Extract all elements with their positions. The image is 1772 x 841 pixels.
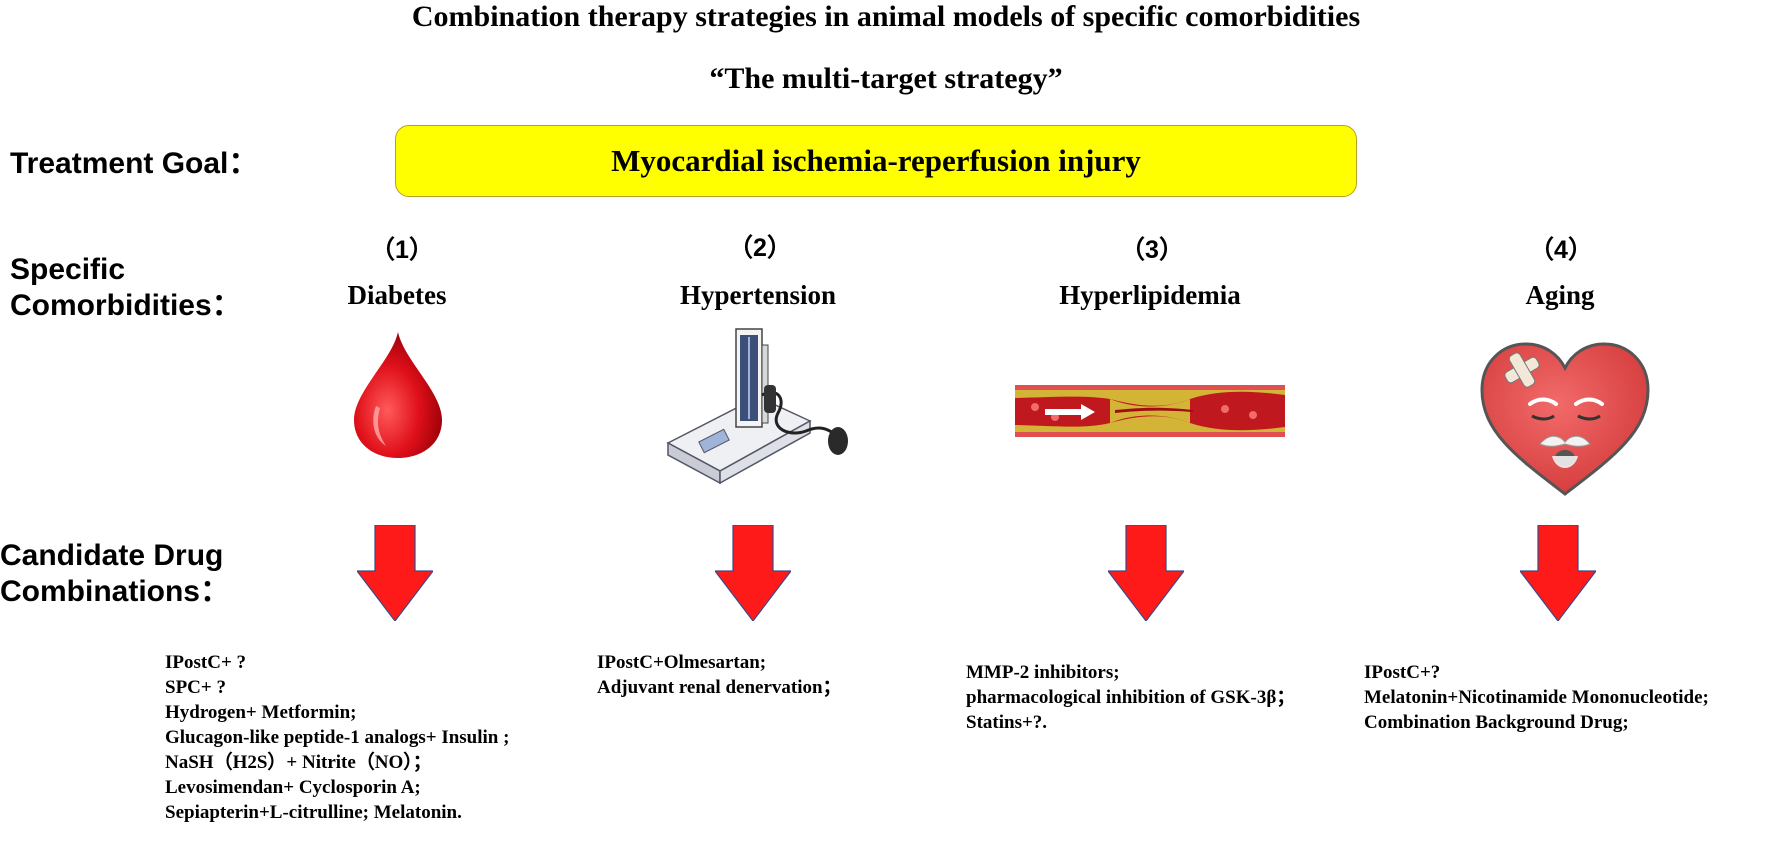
down-arrow-4 bbox=[1520, 525, 1596, 621]
down-arrow-1 bbox=[357, 525, 433, 621]
combinations-label-line2: Combinations： bbox=[0, 575, 230, 608]
drug-list-hypertension: IPostC+Olmesartan; Adjuvant renal denerv… bbox=[597, 650, 842, 700]
comorbidity-name-hypertension: Hypertension bbox=[679, 280, 836, 310]
comorbidity-name-diabetes: Diabetes bbox=[347, 280, 447, 310]
combinations-label-line1: Candidate Drug bbox=[0, 539, 224, 572]
drug-item: Hydrogen+ Metformin; bbox=[165, 702, 357, 723]
clogged-artery-icon bbox=[1015, 385, 1285, 437]
treatment-goal-box: Myocardial ischemia-reperfusion injury bbox=[395, 125, 1357, 197]
treatment-goal-text: Myocardial ischemia-reperfusion injury bbox=[611, 143, 1141, 178]
drug-list-aging: IPostC+? Melatonin+Nicotinamide Mononucl… bbox=[1364, 660, 1709, 735]
drug-item: Sepiapterin+L-citrulline; Melatonin. bbox=[165, 802, 462, 823]
comorbidity-number-2: （2） bbox=[728, 234, 792, 262]
down-arrow-3 bbox=[1108, 525, 1184, 621]
combinations-label: Candidate Drug Combinations： bbox=[0, 538, 230, 610]
comorbidity-name-hyperlipidemia: Hyperlipidemia bbox=[1059, 280, 1241, 310]
figure-subtitle: “The multi-target strategy” bbox=[709, 62, 1063, 95]
drug-list-hyperlipidemia: MMP-2 inhibitors; pharmacological inhibi… bbox=[966, 660, 1295, 735]
aged-heart-icon bbox=[1478, 340, 1652, 498]
comorbidity-number-3: （3） bbox=[1120, 236, 1184, 264]
drug-item: IPostC+ ? bbox=[165, 652, 247, 673]
drug-item: Melatonin+Nicotinamide Mononucleotide; bbox=[1364, 687, 1709, 708]
blood-drop-icon bbox=[348, 330, 448, 460]
drug-item: Adjuvant renal denervation； bbox=[597, 677, 842, 698]
comorbidity-number-4: （4） bbox=[1529, 236, 1593, 264]
drug-item: Glucagon-like peptide-1 analogs+ Insulin… bbox=[165, 727, 510, 748]
drug-item: NaSH（H2S）+ Nitrite（NO）； bbox=[165, 752, 432, 773]
blood-pressure-monitor-icon bbox=[660, 325, 850, 490]
drug-item: IPostC+Olmesartan; bbox=[597, 652, 767, 673]
drug-item: SPC+ ? bbox=[165, 677, 226, 698]
drug-item: MMP-2 inhibitors; bbox=[966, 662, 1120, 683]
drug-item: pharmacological inhibition of GSK-3β； bbox=[966, 687, 1296, 708]
comorbidities-label-line1: Specific bbox=[10, 253, 126, 286]
drug-item: Combination Background Drug; bbox=[1364, 712, 1629, 733]
comorbidity-name-aging: Aging bbox=[1525, 280, 1595, 310]
treatment-goal-label: Treatment Goal： bbox=[10, 147, 259, 180]
comorbidity-number-1: （1） bbox=[370, 236, 434, 264]
comorbidities-label-line2: Comorbidities： bbox=[10, 289, 242, 322]
comorbidities-label: Specific Comorbidities： bbox=[10, 252, 242, 324]
figure-title: Combination therapy strategies in animal… bbox=[411, 0, 1361, 33]
drug-item: Levosimendan+ Cyclosporin A; bbox=[165, 777, 421, 798]
drug-list-diabetes: IPostC+ ? SPC+ ? Hydrogen+ Metformin; Gl… bbox=[165, 650, 509, 825]
drug-item: IPostC+? bbox=[1364, 662, 1441, 683]
down-arrow-2 bbox=[715, 525, 791, 621]
drug-item: Statins+?. bbox=[966, 712, 1048, 733]
